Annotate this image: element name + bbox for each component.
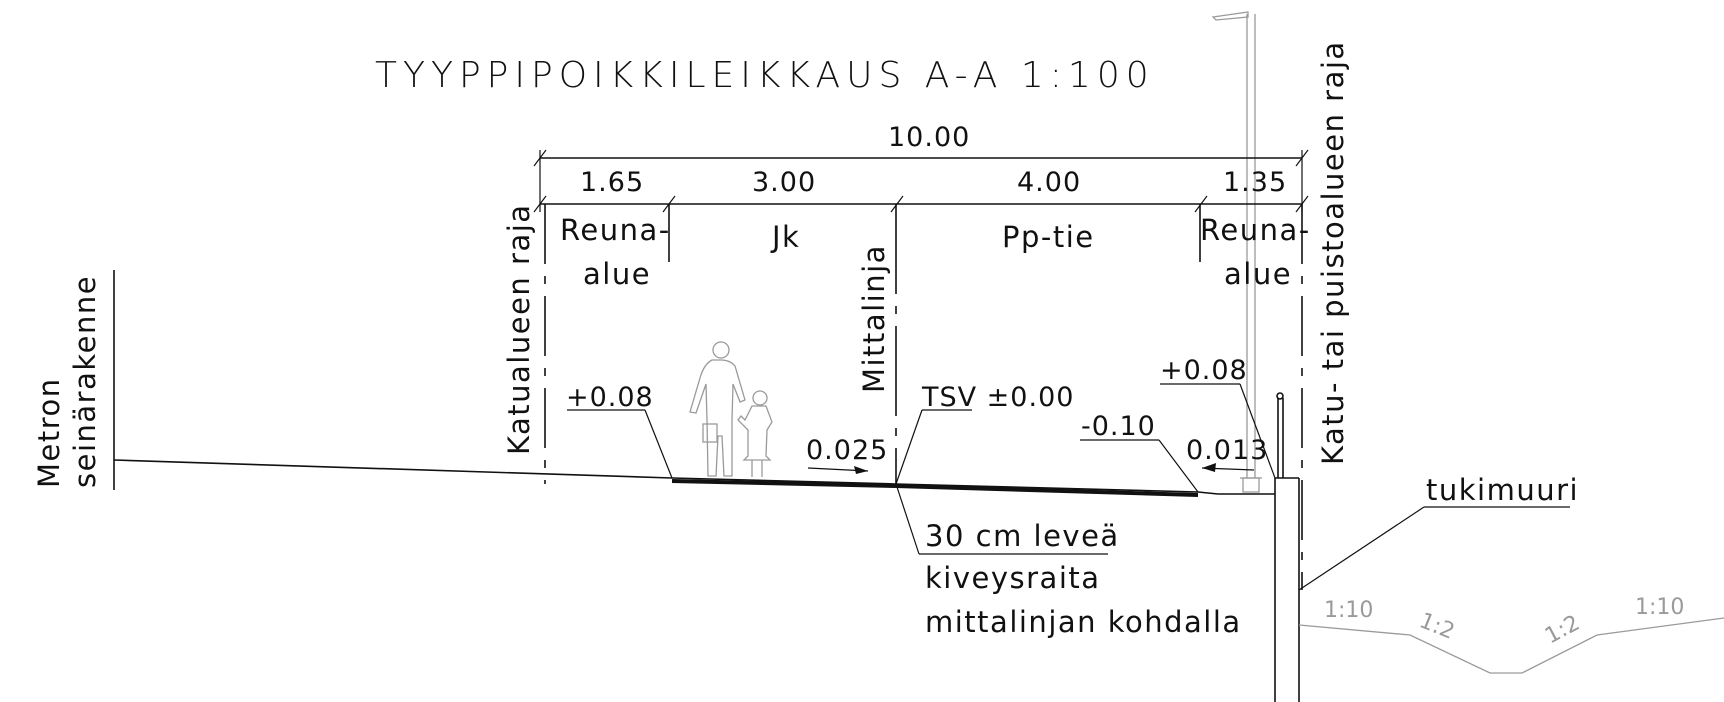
ground-profile [113, 459, 1275, 497]
ditch-slope-1: 1:10 [1324, 598, 1373, 623]
slope-left: 0.025 [806, 435, 888, 466]
zone-reuna-left-line2: alue [583, 257, 651, 291]
kiveys-leader [895, 483, 1108, 555]
label-katu-puisto-raja: Katu- tai puistoalueen raja [1316, 40, 1350, 465]
ditch-slope-4: 1:10 [1635, 595, 1684, 620]
zone-reuna-right-line1: Reuna- [1200, 213, 1311, 247]
retaining-wall [1274, 392, 1300, 702]
kiveys-note-line3: mittalinjan kohdalla [925, 605, 1242, 639]
tukimuuri-leader [1298, 506, 1570, 591]
ditch-profile [1298, 617, 1724, 674]
slope-right: 0.013 [1186, 435, 1268, 466]
elevation-leaders [567, 383, 1276, 493]
street-lamp [1211, 11, 1262, 493]
dimension-chain: 10.00 1.65 3.00 4.00 1.35 [533, 122, 1309, 213]
metro-label-line1: Metron [32, 377, 66, 488]
dim-total: 10.00 [888, 122, 970, 153]
elev-right: +0.08 [1160, 355, 1248, 386]
elev-left: +0.08 [566, 382, 654, 413]
label-mittalinja: Mittalinja [857, 244, 891, 393]
metro-label-line2: seinärakenne [68, 275, 102, 488]
label-katualueen-raja: Katualueen raja [502, 203, 536, 455]
zone-pp-tie: Pp-tie [1002, 220, 1095, 254]
dim-seg-2: 3.00 [752, 167, 816, 198]
drawing-title: TYYPPIPOIKKILEIKKAUS A-A 1:100 [375, 55, 1155, 96]
kiveys-note-line1: 30 cm leveä [925, 519, 1120, 553]
kiveys-note-line2: kiveysraita [925, 561, 1101, 595]
zone-reuna-right-line2: alue [1224, 257, 1292, 291]
ditch-slope-2: 1:2 [1416, 608, 1458, 644]
zone-jk: Jk [770, 220, 800, 254]
pedestrian-silhouettes [689, 341, 773, 477]
zone-reuna-left-line1: Reuna- [560, 213, 671, 247]
dim-seg-4: 1.35 [1223, 167, 1287, 198]
slope-arrow-right [1201, 463, 1255, 472]
elev-minus: -0.10 [1081, 411, 1156, 442]
dim-seg-3: 4.00 [1017, 167, 1081, 198]
elev-tsv: TSV ±0.00 [921, 382, 1074, 413]
slope-arrow-left [807, 466, 869, 474]
dim-seg-1: 1.65 [580, 167, 644, 198]
ditch-slope-3: 1:2 [1541, 611, 1584, 650]
zone-separators [668, 204, 1201, 262]
tukimuuri-label: tukimuuri [1426, 473, 1579, 507]
